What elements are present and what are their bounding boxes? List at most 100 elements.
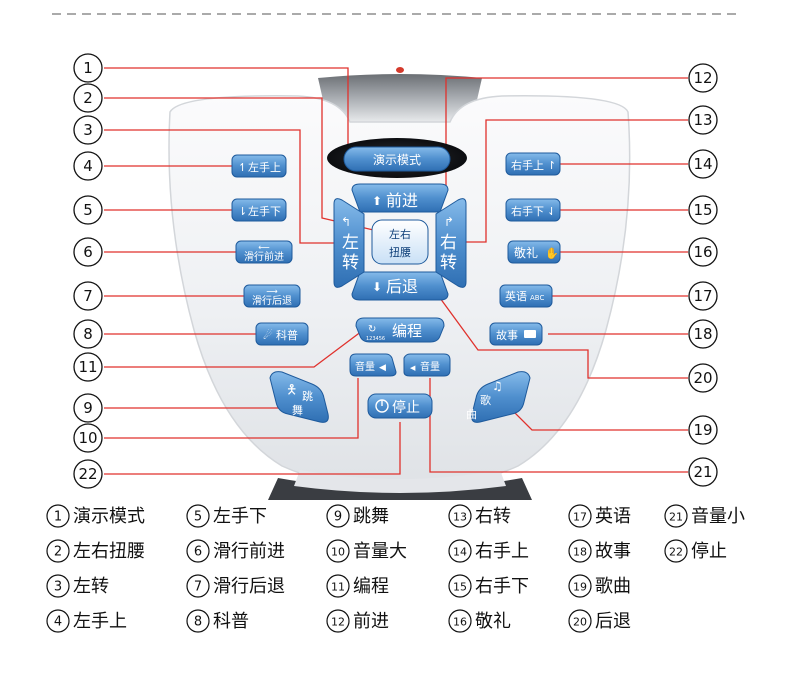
backward-button[interactable]: ⬇ 后退	[351, 271, 449, 301]
legend-number-circle	[568, 539, 592, 563]
svg-text:15: 15	[693, 201, 712, 219]
legend-number: 2	[54, 545, 62, 560]
right-hand-up-button[interactable]: 右手上 ↾	[505, 152, 561, 176]
twist-label-1: 左右	[389, 227, 411, 241]
legend-number: 20	[573, 616, 587, 629]
legend-number-circle	[326, 539, 350, 563]
forward-button[interactable]: ⬆ 前进	[351, 183, 449, 213]
dance-label-1: 跳	[302, 389, 313, 403]
left-hand-down-button[interactable]: ⇂ 左手下	[231, 198, 287, 222]
svg-text:21: 21	[693, 463, 712, 481]
legend-label: 编程	[353, 576, 389, 597]
callout-21: 21	[688, 457, 718, 487]
volume-up-button[interactable]: 音量 ◀	[349, 353, 397, 377]
legend-number: 17	[573, 511, 587, 524]
left-hand-up-button[interactable]: ↿ 左手上	[231, 154, 287, 178]
legend-number: 22	[669, 546, 683, 559]
callout-line-13	[456, 119, 688, 243]
story-label: 故事	[496, 328, 518, 342]
legend-number-circle	[46, 609, 70, 633]
turn-right-icon: ↱	[444, 215, 454, 229]
left-turn-label-1: 左	[342, 233, 359, 253]
legend-number: 14	[453, 546, 467, 559]
legend-label: 左转	[73, 576, 109, 597]
story-button[interactable]: 故事	[489, 322, 543, 346]
legend-label: 左手下	[213, 506, 267, 527]
callout-line-3	[104, 129, 334, 244]
song-label-1: 歌	[480, 393, 491, 407]
callout-18: 18	[688, 319, 718, 349]
left-turn-button[interactable]: ↰ 左 转	[333, 198, 365, 288]
slide-forward-arrow-icon: ⟵	[258, 243, 270, 252]
legend-number-circle	[448, 574, 472, 598]
legend-number: 10	[331, 546, 345, 559]
legend-label: 左右扭腰	[73, 541, 145, 562]
callout-line-22	[104, 422, 401, 475]
legend-label: 音量小	[691, 506, 745, 527]
turn-left-icon: ↰	[341, 215, 351, 229]
slide-forward-button[interactable]: ⟵ 滑行前进	[235, 240, 293, 264]
twist-waist-button[interactable]: 左右 扭腰	[371, 219, 429, 265]
english-button[interactable]: 英语 ABC	[499, 284, 553, 308]
legend-label: 科普	[213, 611, 249, 632]
svg-text:20: 20	[693, 369, 712, 387]
legend-number: 1	[54, 510, 62, 525]
legend-number-circle	[186, 609, 210, 633]
volume-down-label: 音量	[420, 360, 440, 373]
callout-3: 3	[73, 115, 103, 145]
callout-13: 13	[688, 105, 718, 135]
program-button[interactable]: ↻ 123456 编程	[355, 317, 445, 343]
callout-16: 16	[688, 237, 718, 267]
song-label-2: 曲	[466, 408, 477, 421]
legend-item: 11 编程	[326, 574, 389, 598]
callout-12: 12	[688, 63, 718, 93]
callout-5: 5	[73, 195, 103, 225]
legend-number-circle	[186, 504, 210, 528]
right-turn-button[interactable]: ↱ 右 转	[435, 198, 467, 288]
callout-11: 11	[73, 352, 103, 382]
legend-item: 2 左右扭腰	[46, 539, 145, 563]
right-down-label: 右手下	[511, 204, 544, 218]
arm-down-right-icon: ⇃	[547, 205, 556, 218]
demo-mode-button[interactable]: 演示模式	[327, 138, 467, 178]
callout-15: 15	[688, 195, 718, 225]
program-label: 编程	[392, 322, 422, 340]
stop-button[interactable]: 停止	[367, 393, 433, 419]
svg-text:2: 2	[83, 89, 93, 107]
legend-label: 右手上	[475, 541, 529, 562]
svg-text:9: 9	[83, 399, 93, 417]
volume-down-button[interactable]: ◀ 音量	[403, 353, 451, 377]
science-button[interactable]: ☄ 科普	[255, 322, 309, 346]
svg-text:18: 18	[693, 325, 712, 343]
demo-mode-label: 演示模式	[373, 152, 421, 167]
right-hand-down-button[interactable]: 右手下 ⇃	[505, 198, 561, 222]
speaker-loud-icon: ◀	[379, 363, 386, 373]
legend-label: 滑行后退	[213, 576, 285, 597]
dance-button[interactable]: 🯅 跳 舞	[269, 371, 329, 423]
left-turn-label-2: 转	[342, 253, 359, 273]
remote-top-band	[318, 74, 482, 122]
legend-label: 音量大	[353, 541, 407, 562]
slide-back-button[interactable]: ⟶ 滑行后退	[243, 284, 301, 308]
legend-number: 7	[194, 580, 202, 595]
song-button[interactable]: ♫ 歌 曲	[466, 371, 531, 423]
callout-markers: 1 2 3 4 5 6 7 8 11 9 10 22 12 13 14 15 1…	[73, 53, 718, 489]
salute-button[interactable]: 敬礼 ✋	[507, 240, 561, 264]
legend-number-circle	[568, 504, 592, 528]
legend-number-circle	[448, 609, 472, 633]
science-icon: ☄	[263, 329, 273, 342]
right-turn-label-2: 转	[440, 253, 457, 273]
slide-back-label: 滑行后退	[252, 294, 292, 307]
legend-number: 11	[331, 581, 345, 594]
stop-label: 停止	[392, 399, 420, 416]
twist-label-2: 扭腰	[389, 245, 411, 259]
legend-number: 19	[573, 581, 587, 594]
